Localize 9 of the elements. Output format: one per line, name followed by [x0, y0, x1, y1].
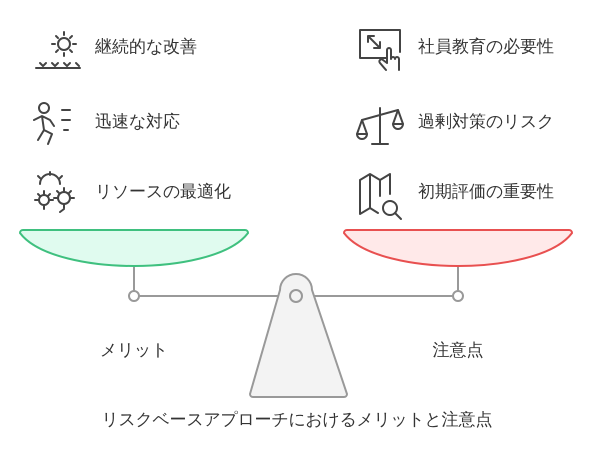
- side-label: 注意点: [432, 340, 484, 362]
- caption: リスクベースアプローチにおけるメリットと注意点: [100, 409, 494, 431]
- side-label: メリット: [100, 340, 168, 362]
- item-text: 過剰対策のリスク: [418, 111, 554, 133]
- item-text: 初期評価の重要性: [418, 181, 554, 203]
- item-text: リソースの最適化: [95, 181, 231, 203]
- item-text: 迅速な対応: [95, 111, 180, 133]
- item-text: 社員教育の必要性: [418, 36, 554, 58]
- item-text: 継続的な改善: [95, 36, 197, 58]
